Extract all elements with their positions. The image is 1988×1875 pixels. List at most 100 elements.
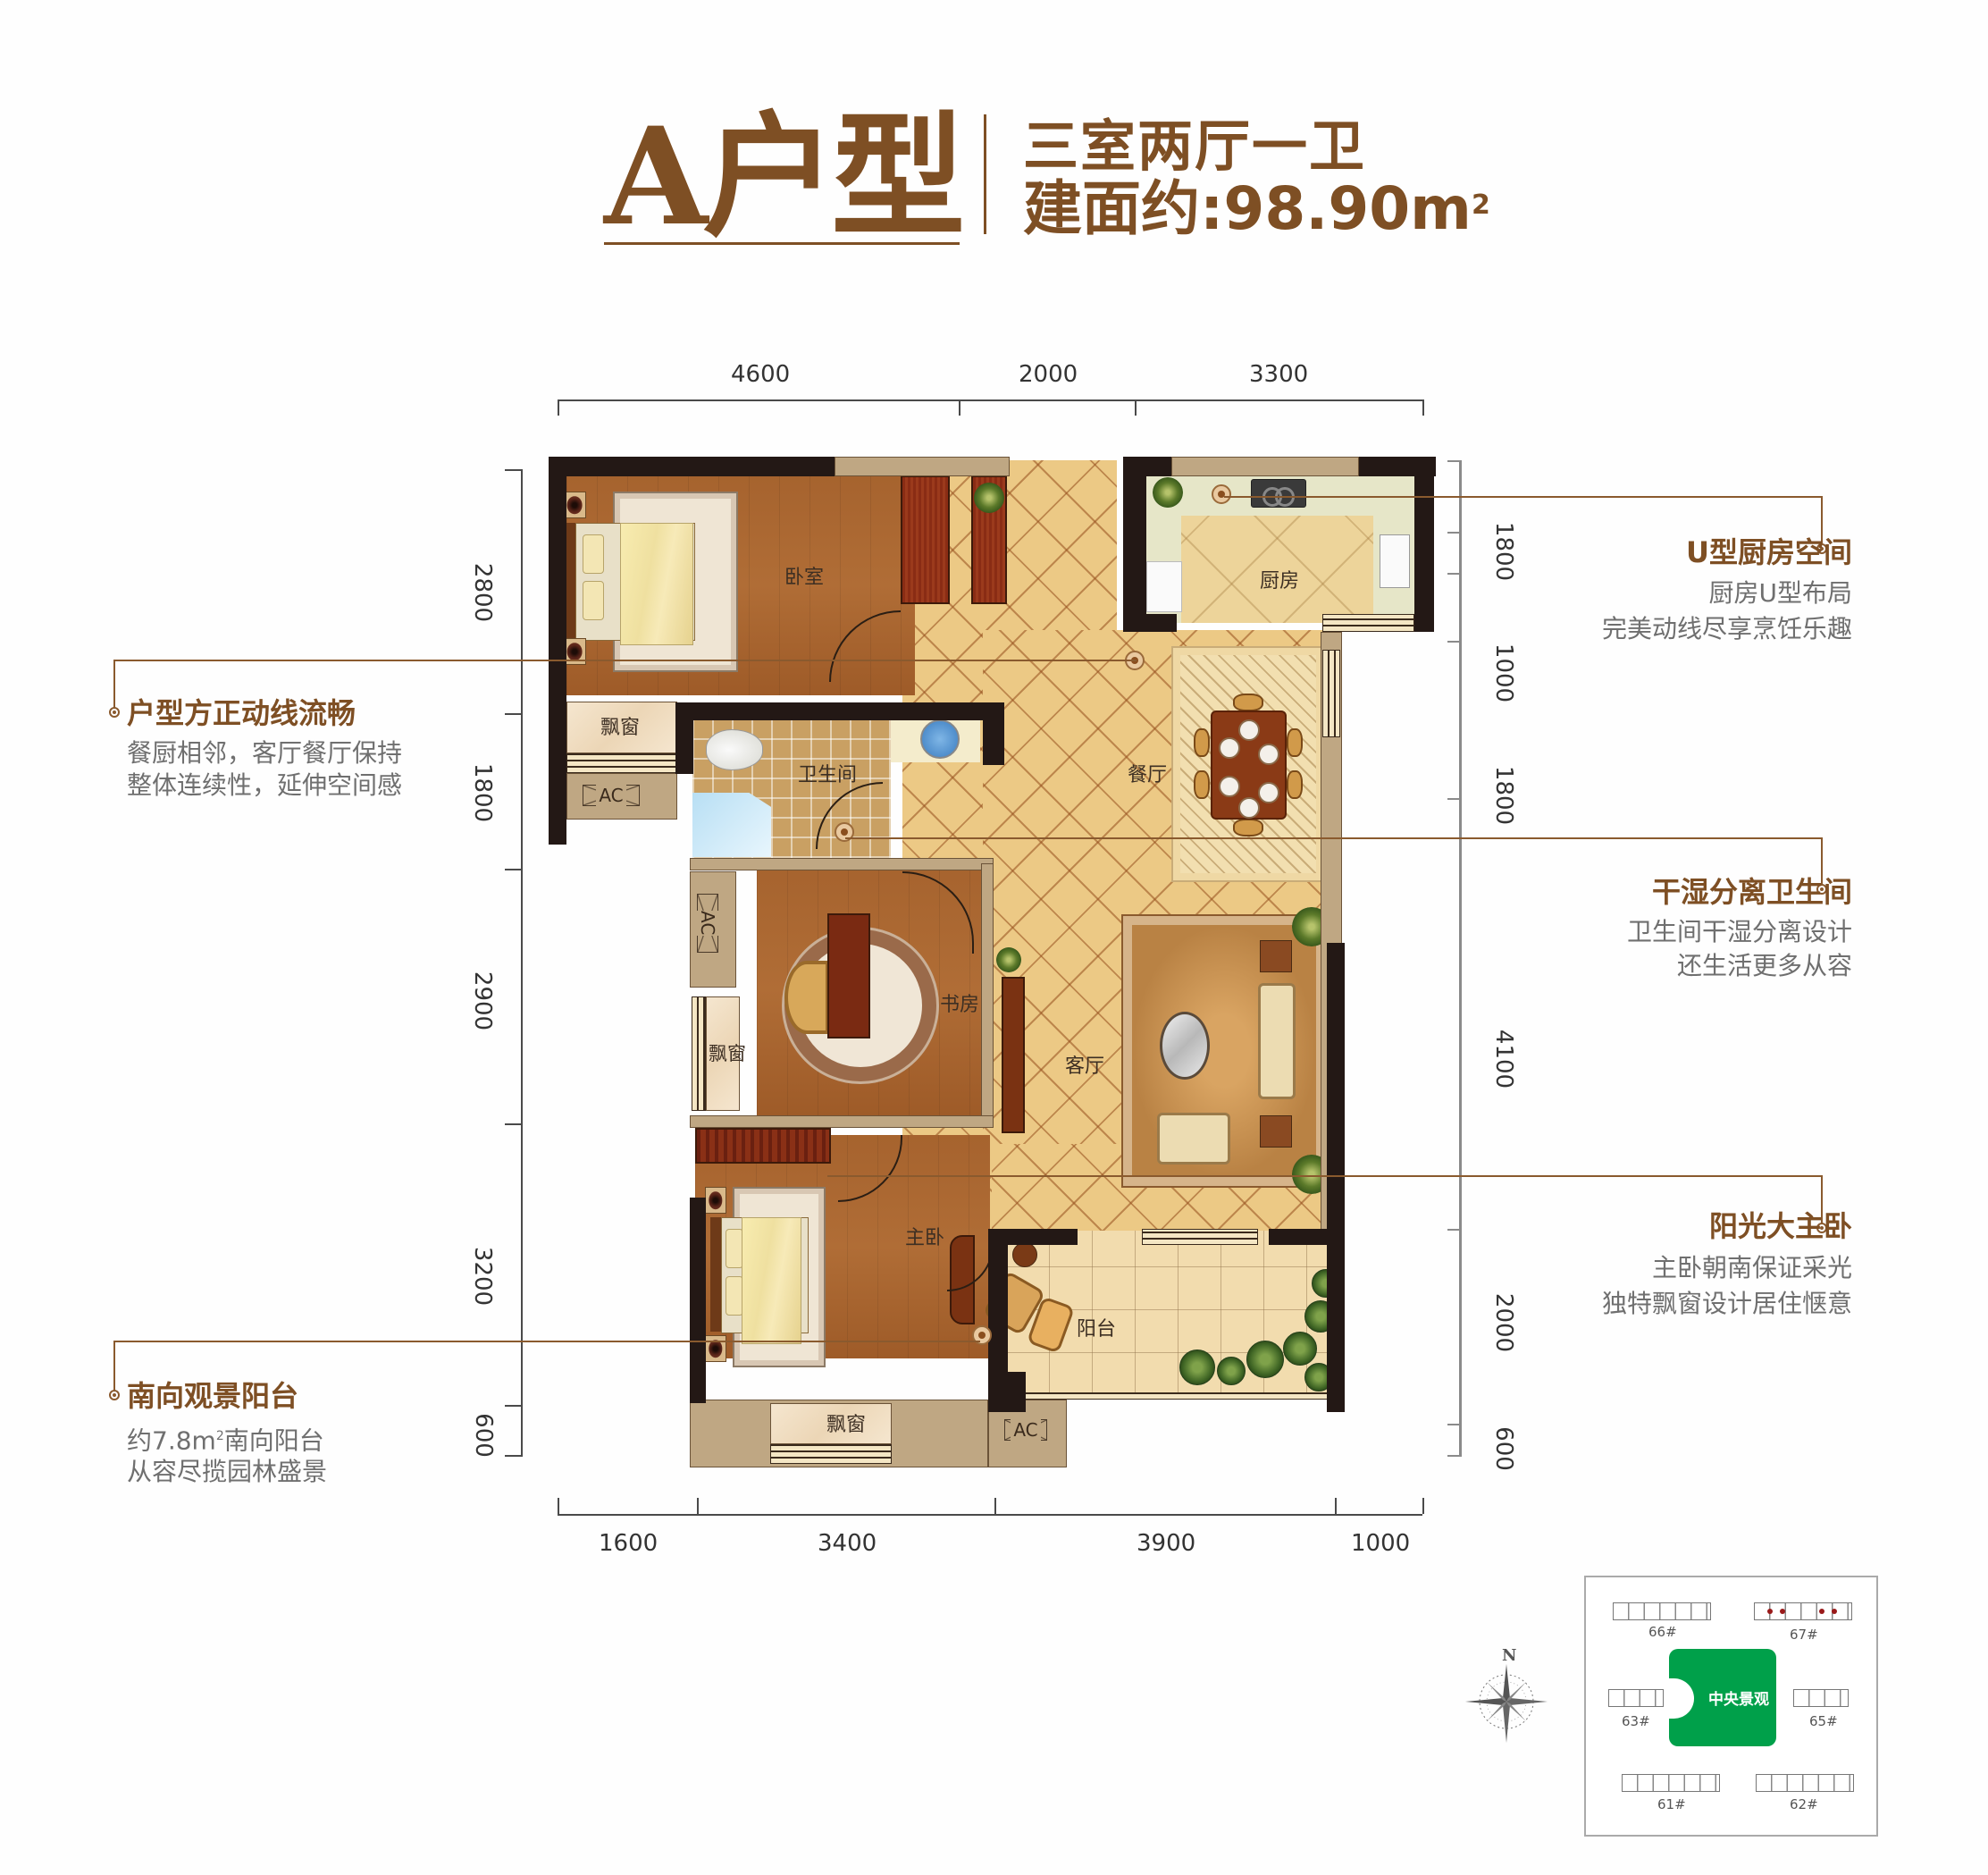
annotation-line: 卫生间干湿分离设计 bbox=[1626, 917, 1852, 946]
chair-icon bbox=[1287, 728, 1303, 757]
desk-icon bbox=[827, 913, 870, 1038]
annotation-area: 约7.8m bbox=[127, 1425, 216, 1456]
area-unit-sup: 2 bbox=[1471, 189, 1490, 221]
building-61-label: 61# bbox=[1657, 1796, 1686, 1812]
label-bay-window-2: 飘窗 bbox=[709, 1043, 746, 1064]
ac-unit-3: AC bbox=[1004, 1419, 1047, 1441]
area-value: 98.90m bbox=[1223, 174, 1472, 243]
pillow bbox=[726, 1229, 743, 1268]
ac-unit-1: AC bbox=[583, 785, 640, 806]
kitchen-window-2 bbox=[1322, 614, 1414, 632]
wall bbox=[1123, 614, 1177, 632]
annotation-line: 独特飘窗设计居住惬意 bbox=[1601, 1289, 1852, 1318]
layout-subtitle: 三室两厅一卫 bbox=[1023, 114, 1367, 179]
annotation-line: 餐厨相邻，客厅餐厅保持 bbox=[127, 738, 403, 768]
dim-bottom-3: 3900 bbox=[1137, 1530, 1196, 1557]
living-window bbox=[1142, 1229, 1258, 1245]
building-66-icon bbox=[1613, 1602, 1711, 1620]
dim-bottom-2: 3400 bbox=[818, 1530, 877, 1557]
dim-left-4: 3200 bbox=[469, 1246, 497, 1307]
window-1 bbox=[566, 753, 677, 773]
wall bbox=[1327, 943, 1345, 1412]
side-table bbox=[1260, 940, 1292, 972]
plant-icon bbox=[1153, 477, 1183, 508]
bed-headboard bbox=[710, 1217, 721, 1332]
building-67-icon bbox=[1754, 1602, 1852, 1620]
building-62-label: 62# bbox=[1790, 1796, 1818, 1812]
building-67-label: 67# bbox=[1790, 1627, 1818, 1643]
dim-right-3: 1800 bbox=[1490, 765, 1518, 826]
pillow bbox=[583, 581, 604, 620]
wall-trim bbox=[981, 863, 994, 1128]
coffee-table-icon bbox=[1160, 1012, 1210, 1080]
label-kitchen: 厨房 bbox=[1260, 570, 1300, 593]
chair-icon bbox=[1233, 694, 1263, 711]
balcony-railing bbox=[1006, 1392, 1344, 1400]
wall-trim bbox=[690, 858, 994, 870]
label-study: 书房 bbox=[940, 994, 980, 1016]
duvet bbox=[620, 523, 693, 645]
chair-icon bbox=[1194, 770, 1210, 799]
annotation-line: 厨房U型布局 bbox=[1708, 578, 1853, 608]
area-subtitle: 建面约:98.90m2 bbox=[1023, 175, 1490, 243]
dim-left-3: 2900 bbox=[469, 971, 497, 1031]
label-bedroom: 卧室 bbox=[784, 567, 825, 589]
label-master-bedroom: 主卧 bbox=[905, 1227, 945, 1249]
plant-icon bbox=[974, 483, 1004, 513]
building-63-label: 63# bbox=[1622, 1713, 1650, 1729]
balcony-table bbox=[1012, 1242, 1037, 1267]
label-balcony: 阳台 bbox=[1077, 1318, 1117, 1341]
annotation-line: 整体连续性，延伸空间感 bbox=[127, 770, 403, 800]
building-63-icon bbox=[1608, 1689, 1664, 1707]
dim-right-4: 4100 bbox=[1490, 1029, 1518, 1089]
annotation-title: 阳光大主卧 bbox=[1708, 1209, 1852, 1243]
tv-cabinet-icon bbox=[1002, 977, 1025, 1133]
dim-left-2: 1800 bbox=[469, 762, 497, 823]
site-plan: 66# 67# 63# 中央景观 65# 61# 62# bbox=[1584, 1576, 1878, 1837]
shrub-icon bbox=[1179, 1349, 1215, 1385]
dim-right-1: 1800 bbox=[1490, 521, 1518, 582]
kitchen-callout-marker bbox=[1212, 484, 1231, 504]
annotation-title: U型厨房空间 bbox=[1686, 535, 1852, 569]
dim-right-2: 1000 bbox=[1490, 643, 1518, 703]
label-living: 客厅 bbox=[1065, 1055, 1105, 1078]
dim-left-5: 600 bbox=[469, 1413, 497, 1458]
wall bbox=[1269, 1229, 1345, 1245]
nightstand bbox=[705, 1335, 726, 1362]
label-dining: 餐厅 bbox=[1128, 764, 1168, 786]
desk-chair-icon bbox=[784, 961, 829, 1034]
chair-icon bbox=[1287, 770, 1303, 799]
plate bbox=[1258, 744, 1279, 765]
dim-left-1: 2800 bbox=[469, 562, 497, 623]
annotation-sup: 2 bbox=[215, 1429, 224, 1443]
dim-right-6: 600 bbox=[1489, 1426, 1517, 1471]
shrub-icon bbox=[1217, 1357, 1246, 1385]
central-landscape-label: 中央景观 bbox=[1708, 1691, 1769, 1709]
annotation-title: 户型方正动线流畅 bbox=[127, 696, 356, 730]
plate bbox=[1238, 719, 1260, 741]
unit-type-text: A户型 bbox=[604, 98, 965, 256]
wall bbox=[549, 457, 835, 476]
pillow bbox=[583, 534, 604, 574]
loveseat-icon bbox=[1157, 1113, 1230, 1165]
master-wardrobe bbox=[695, 1128, 831, 1164]
annotation-line: 从容尽揽园林盛景 bbox=[127, 1457, 328, 1486]
plate bbox=[1219, 776, 1240, 797]
side-table bbox=[1260, 1115, 1292, 1148]
pillow bbox=[726, 1276, 743, 1316]
title-divider bbox=[984, 114, 986, 234]
dim-bottom-1: 1600 bbox=[599, 1530, 658, 1557]
chair-icon bbox=[1194, 728, 1210, 757]
compass: N bbox=[1465, 1644, 1573, 1761]
building-61-icon bbox=[1622, 1774, 1720, 1792]
wall-trim bbox=[835, 457, 1010, 476]
wall-trim bbox=[690, 1115, 994, 1128]
wall bbox=[1123, 457, 1146, 632]
wall bbox=[675, 702, 693, 774]
duvet bbox=[742, 1217, 801, 1344]
plant-icon bbox=[996, 947, 1021, 972]
nightstand bbox=[563, 492, 586, 518]
highlight-dot bbox=[1780, 1609, 1785, 1614]
wall bbox=[988, 1229, 1008, 1412]
wall bbox=[1006, 1372, 1026, 1412]
